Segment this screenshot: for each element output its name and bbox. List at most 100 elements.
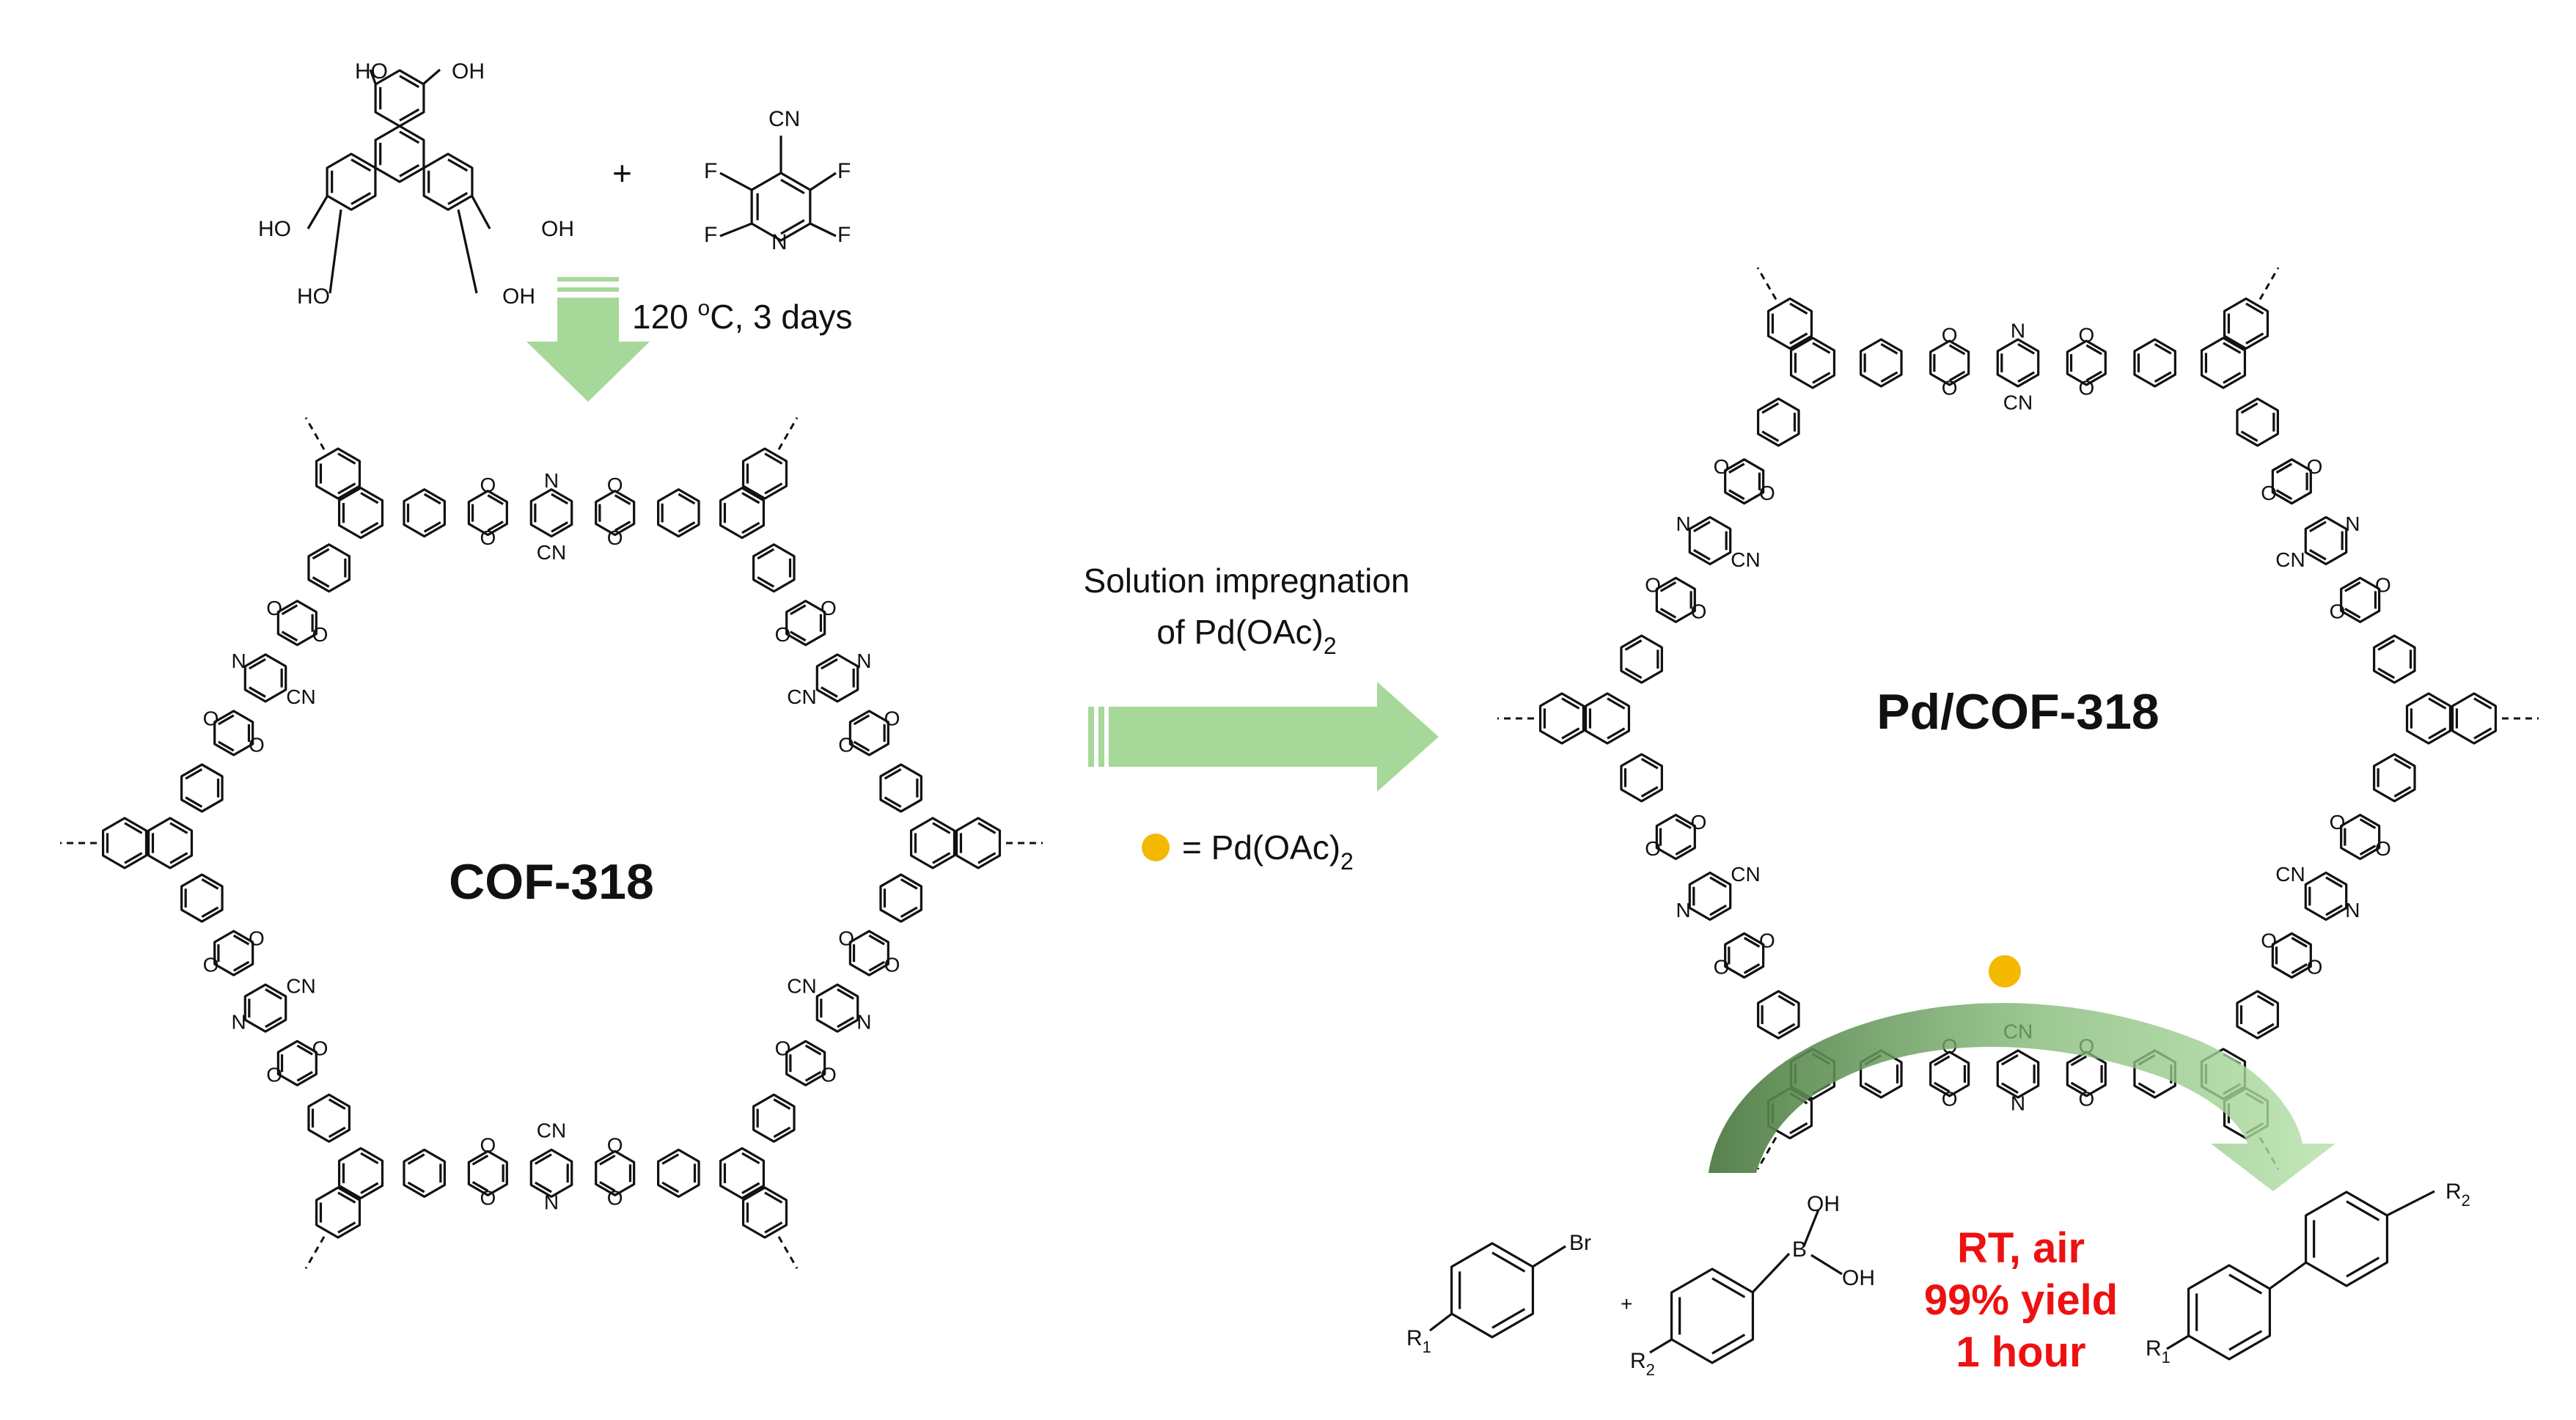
pyridine-linker-ring: [243, 983, 287, 1033]
benzo-linker-ring: [1620, 753, 1663, 803]
linker-n-label: N: [2011, 319, 2025, 342]
double-bond: [764, 482, 783, 495]
dioxin-ring: [467, 490, 508, 537]
double-bond: [773, 1098, 791, 1110]
double-bond: [337, 482, 356, 495]
double-bond: [741, 521, 760, 534]
double-bond: [678, 493, 696, 505]
double-bond: [2154, 343, 2172, 355]
double-bond: [447, 158, 469, 172]
linker-n-label: N: [232, 1011, 246, 1034]
double-bond: [790, 604, 807, 616]
double-bond: [1728, 489, 1745, 501]
double-bond: [399, 130, 420, 144]
reaction-condition-3: 1 hour: [1956, 1328, 2085, 1376]
double-bond: [977, 852, 997, 864]
double-bond: [337, 1191, 356, 1204]
dioxin-o-label: O: [480, 474, 496, 496]
double-bond: [232, 934, 250, 946]
dioxin-o-label: O: [2330, 600, 2346, 623]
benzo-linker-ring: [180, 763, 224, 813]
double-bond: [1789, 1122, 1808, 1135]
double-bond: [764, 1221, 783, 1234]
pyridine-f-label-1: F: [704, 159, 717, 183]
linker-cn-label: CN: [787, 975, 816, 998]
pyridine-linker-ring: [529, 1148, 573, 1198]
dioxin-ring: [1929, 339, 1970, 386]
aryl-bromide-br: Br: [1569, 1231, 1591, 1255]
double-bond: [1607, 697, 1626, 710]
double-bond: [2291, 963, 2308, 974]
double-bond: [1948, 344, 1966, 356]
double-bond: [2325, 904, 2343, 916]
dioxin-o-label: O: [480, 1187, 496, 1210]
benzo-linker-ring: [307, 543, 351, 593]
pd-acetate-legend-dot: [1142, 834, 1170, 861]
dioxin-ring: [595, 490, 636, 537]
hhtp-oh-top-right: OH: [452, 59, 485, 84]
bond: [2166, 1334, 2190, 1350]
double-bond: [821, 658, 838, 670]
triphenylene-node-outer-ring: [315, 1186, 362, 1239]
linker-n-label: N: [232, 650, 246, 672]
dioxin-ring: [1929, 1051, 1970, 1097]
dioxin-o-label: O: [2330, 811, 2346, 834]
biaryl-blue-ring: [2187, 1264, 2272, 1361]
double-bond: [399, 108, 420, 122]
framework-extension-dash: [1756, 267, 1777, 301]
double-bond: [1607, 727, 1626, 740]
double-bond: [678, 521, 696, 533]
double-bond: [218, 714, 235, 726]
boronic-oh-right: OH: [1842, 1266, 1875, 1290]
double-bond: [2346, 1200, 2380, 1221]
benzo-linker-ring: [2373, 753, 2416, 803]
double-bond: [1491, 1251, 1526, 1273]
triphenylene-node-outer-ring: [2223, 297, 2269, 350]
double-bond: [1789, 332, 1808, 345]
triphenylene-node-center: [337, 487, 384, 540]
double-bond: [447, 191, 469, 205]
double-bond: [312, 576, 330, 588]
dioxin-o-label: O: [838, 733, 854, 756]
dioxin-o-label: O: [607, 474, 623, 496]
dioxin-o-label: O: [1645, 837, 1661, 860]
double-bond: [423, 521, 441, 533]
hhtp-oh-bottom-right: OH: [502, 284, 535, 309]
dioxin-ring: [467, 1149, 508, 1196]
pyridine-linker-ring: [1996, 338, 2040, 388]
dioxin-o-label: O: [266, 1064, 282, 1086]
double-bond: [2359, 818, 2377, 830]
double-bond: [169, 852, 188, 864]
dioxin-o-label: O: [1942, 1087, 1958, 1110]
linker-n-label: N: [2345, 899, 2360, 921]
bond: [307, 196, 329, 229]
double-bond: [1777, 995, 1796, 1007]
dioxin-o-label: O: [2375, 574, 2391, 597]
double-bond: [2228, 1330, 2263, 1351]
impregnation-arrow: [1088, 682, 1439, 792]
pyridine-linker-ring: [2304, 515, 2348, 566]
hhtp-ho-bottom-left: HO: [297, 284, 330, 309]
double-bond: [232, 960, 250, 972]
double-bond: [2428, 727, 2447, 740]
dioxin-o-label: O: [249, 927, 265, 950]
benzo-linker-ring: [2236, 990, 2279, 1040]
double-bond: [1675, 818, 1692, 830]
double-bond: [932, 852, 951, 864]
double-bond: [351, 158, 372, 172]
triphenylene-node-outer-ring: [955, 817, 1002, 869]
dioxin-o-label: O: [2375, 837, 2391, 860]
triphenylene-node-outer-ring: [741, 447, 788, 500]
double-bond: [661, 1181, 680, 1193]
double-bond: [1624, 639, 1643, 651]
dioxin-o-label: O: [821, 597, 837, 619]
dioxin-o-label: O: [480, 1134, 496, 1157]
biaryl-red-ring: [2304, 1191, 2389, 1287]
double-bond: [741, 492, 760, 504]
pyridine-linker-ring: [815, 983, 859, 1033]
dioxin-o-label: O: [1714, 455, 1730, 478]
framework-extension-dash: [1756, 1136, 1777, 1170]
double-bond: [1789, 302, 1808, 315]
double-bond: [853, 740, 870, 752]
double-bond: [2346, 1257, 2380, 1278]
